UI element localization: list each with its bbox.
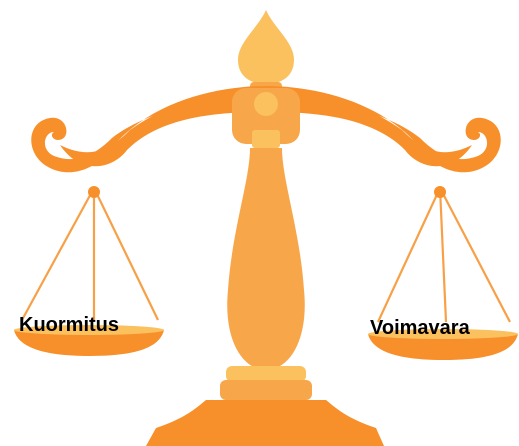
scale-collar — [226, 366, 306, 382]
left-pan-strings — [22, 188, 158, 320]
scale-column — [227, 148, 305, 368]
right-pan-strings — [378, 188, 510, 322]
left-pan-hook — [88, 186, 100, 198]
scale-collar-lower — [220, 380, 312, 400]
right-pan-label: Voimavara — [370, 318, 470, 338]
scale-hub-dot — [254, 92, 278, 116]
scale-hub-base — [252, 130, 280, 148]
left-pan-label: Kuormitus — [19, 315, 119, 335]
scale-finial — [238, 10, 294, 84]
scale-base — [146, 400, 384, 446]
right-pan-hook — [434, 186, 446, 198]
